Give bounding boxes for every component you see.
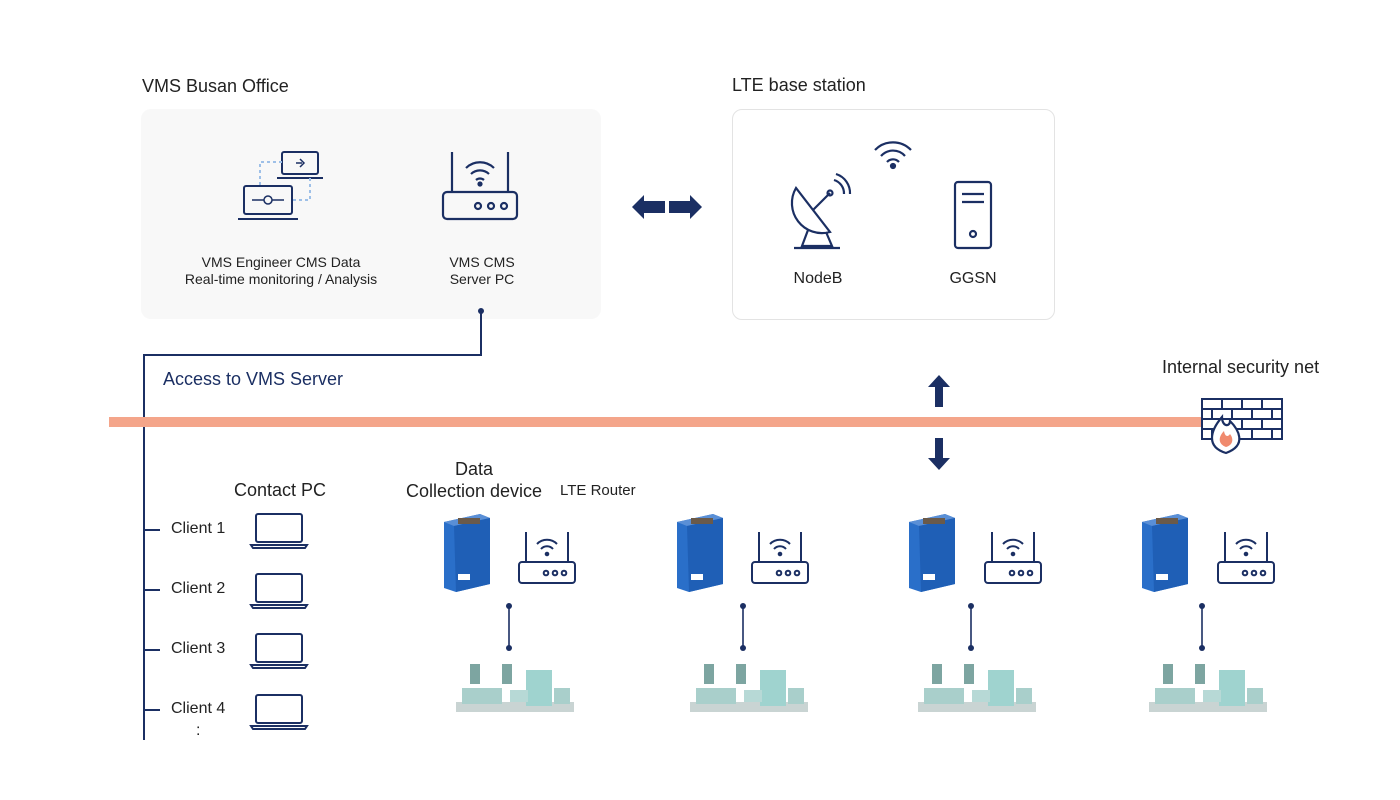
laptop-icon [249,632,309,670]
data-device-label-line1: Data [454,459,494,479]
client-label-1: Client 1 [171,520,226,537]
data-collection-device-icon [440,512,494,594]
vibration-sensor-equipment-icon [456,660,576,718]
device-link-line [1198,602,1206,652]
contact-pc-label: Contact PC [234,480,327,500]
device-link-line [967,602,975,652]
data-collection-device-icon [673,512,727,594]
client-label-2: Client 2 [171,580,226,597]
laptop-icon [249,572,309,610]
security-label: Internal security net [1162,357,1320,377]
data-device-label: Data Collection device [400,458,548,502]
nodeb-label: NodeB [793,270,843,287]
server-caption-line2: Server PC [449,271,515,287]
ggsn-label: GGSN [949,270,997,287]
ggsn-server-icon [953,180,993,250]
vibration-sensor-equipment-icon [690,660,810,718]
lte-router-icon [1216,530,1276,584]
cms-server-router-icon [440,150,520,222]
firewall-icon [1200,397,1284,457]
lte-router-icon [750,530,810,584]
lte-title: LTE base station [732,75,866,95]
down-arrow-icon [928,438,950,470]
server-caption: VMS CMS Server PC [422,254,542,288]
more-clients-marker: : [196,722,201,739]
vibration-sensor-equipment-icon [1149,660,1269,718]
laptop-icon [249,512,309,550]
lte-panel [732,109,1055,320]
access-label: Access to VMS Server [163,369,344,389]
engineer-caption: VMS Engineer CMS Data Real-time monitori… [161,254,401,288]
engineer-monitors-icon [238,148,328,223]
client-label-3: Client 3 [171,640,226,657]
bidirectional-arrow-icon [632,194,702,220]
engineer-caption-line2: Real-time monitoring / Analysis [184,271,378,287]
security-net-line [109,417,1209,427]
up-arrow-icon [928,375,950,407]
device-link-line [739,602,747,652]
wifi-signal-icon [873,138,913,170]
laptop-icon [249,693,309,731]
server-caption-line1: VMS CMS [449,254,515,270]
office-title: VMS Busan Office [142,76,289,96]
lte-router-label: LTE Router [560,482,636,499]
device-link-line [505,602,513,652]
office-panel [141,109,601,319]
data-collection-device-icon [1138,512,1192,594]
data-device-label-line2: Collection device [405,481,543,501]
client-label-4: Client 4 [171,700,226,717]
lte-router-icon [983,530,1043,584]
satellite-dish-icon [786,172,856,252]
data-collection-device-icon [905,512,959,594]
lte-router-icon [517,530,577,584]
engineer-caption-line1: VMS Engineer CMS Data [201,254,361,270]
vibration-sensor-equipment-icon [918,660,1038,718]
